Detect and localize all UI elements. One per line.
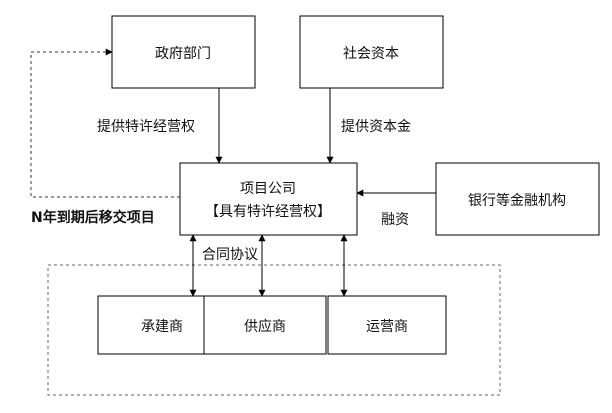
project-company-label: 项目公司 — [240, 181, 296, 197]
project-company-sublabel: 【具有特许经营权】 — [205, 204, 331, 220]
participants-group — [47, 264, 501, 396]
contract-edge-label: 合同协议 — [202, 247, 258, 263]
social-capital-label: 社会资本 — [343, 46, 399, 62]
operator-node: 运营商 — [327, 295, 447, 355]
government-node: 政府部门 — [111, 15, 256, 89]
bank-node: 银行等金融机构 — [435, 162, 600, 236]
capital-edge-label: 提供资本金 — [341, 119, 411, 135]
bank-label: 银行等金融机构 — [468, 192, 566, 209]
operator-label: 运营商 — [366, 319, 408, 335]
contractor-label: 承建商 — [141, 319, 183, 335]
government-label: 政府部门 — [155, 46, 211, 62]
transfer-edge-label: N年到期后移交项目 — [31, 209, 155, 226]
project-company-node: 项目公司 【具有特许经营权】 — [179, 162, 358, 236]
social-capital-node: 社会资本 — [299, 15, 444, 89]
supplier-node: 供应商 — [203, 295, 327, 355]
financing-edge-label: 融资 — [381, 212, 409, 228]
supplier-label: 供应商 — [244, 318, 286, 335]
transfer-dashed-arrow — [30, 48, 180, 198]
franchise-edge-label: 提供特许经营权 — [97, 119, 195, 135]
